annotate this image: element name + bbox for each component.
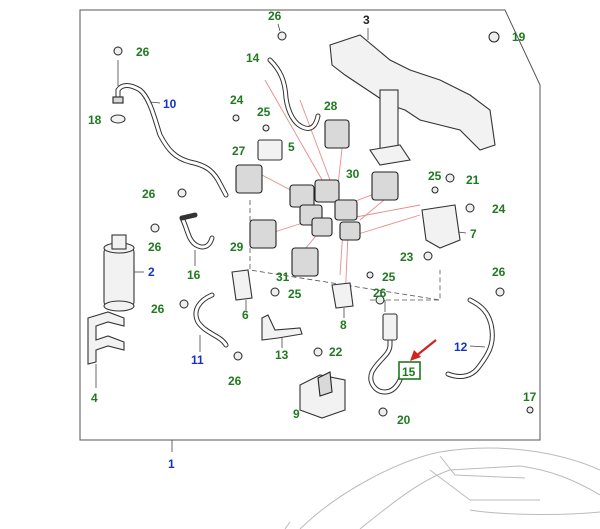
callout-26-f[interactable]: 26	[228, 374, 242, 388]
hose-15	[368, 300, 405, 395]
callout-26-e[interactable]: 26	[151, 302, 165, 316]
callout-15[interactable]: 15	[402, 365, 416, 379]
callout-26-a[interactable]: 26	[136, 45, 150, 59]
callout-26-g[interactable]: 26	[492, 265, 506, 279]
callout-25-c[interactable]: 25	[382, 270, 396, 284]
callout-24-b[interactable]: 24	[492, 202, 506, 216]
callout-25-b[interactable]: 25	[428, 169, 442, 183]
pipe-12	[445, 297, 495, 379]
callout-labels: 1 2 3 4 5 6 7 8 9 10 11 12 13 14 15 16 1…	[88, 9, 537, 471]
vehicle-outline	[284, 447, 600, 529]
callout-18[interactable]: 18	[88, 113, 102, 127]
callout-11[interactable]: 11	[191, 353, 204, 367]
callout-25-a[interactable]: 25	[257, 105, 271, 119]
pipe-14	[267, 23, 321, 131]
callout-12[interactable]: 12	[454, 340, 468, 354]
callout-22[interactable]: 22	[329, 345, 343, 359]
callout-25-d[interactable]: 25	[288, 287, 302, 301]
callout-10[interactable]: 10	[163, 97, 177, 111]
highlight-arrow	[410, 339, 437, 361]
bracket-3	[329, 28, 496, 166]
hose-11	[193, 292, 229, 352]
callout-29[interactable]: 29	[230, 240, 244, 254]
callout-24-a[interactable]: 24	[230, 93, 244, 107]
callout-30[interactable]: 30	[346, 167, 360, 181]
hose-16	[179, 212, 215, 266]
module-9	[299, 371, 346, 419]
assembly-frame	[79, 9, 541, 452]
callout-20[interactable]: 20	[397, 413, 411, 427]
callout-17[interactable]: 17	[523, 390, 537, 404]
callout-23[interactable]: 23	[400, 250, 414, 264]
bracket-13	[261, 314, 303, 348]
callout-14[interactable]: 14	[246, 51, 260, 65]
bracket-4	[87, 311, 125, 388]
callout-7[interactable]: 7	[470, 227, 477, 241]
relay-cluster	[235, 119, 399, 277]
callout-1[interactable]: 1	[168, 457, 175, 471]
callout-2[interactable]: 2	[148, 265, 155, 279]
bracket-8	[331, 282, 354, 318]
callout-31[interactable]: 31	[276, 270, 290, 284]
bolts	[150, 31, 534, 417]
callout-13[interactable]: 13	[275, 348, 289, 362]
callout-5[interactable]: 5	[288, 140, 295, 154]
callout-21[interactable]: 21	[466, 173, 480, 187]
callout-28[interactable]: 28	[324, 99, 338, 113]
callout-4[interactable]: 4	[91, 391, 98, 405]
bracket-7	[421, 204, 467, 249]
callout-16[interactable]: 16	[187, 268, 201, 282]
callout-26-b[interactable]: 26	[268, 9, 282, 23]
bracket-6	[231, 269, 253, 310]
callout-6[interactable]: 6	[242, 308, 249, 322]
callout-8[interactable]: 8	[340, 318, 347, 332]
callout-9[interactable]: 9	[293, 407, 300, 421]
callout-26-d[interactable]: 26	[148, 240, 162, 254]
receiver-drier-2	[103, 234, 144, 312]
pipe-10	[110, 46, 229, 198]
callout-3[interactable]: 3	[363, 13, 370, 27]
callout-box-15	[398, 361, 421, 380]
callout-19[interactable]: 19	[512, 30, 526, 44]
callout-26-c[interactable]: 26	[142, 187, 156, 201]
callout-27[interactable]: 27	[232, 144, 246, 158]
callout-26-h[interactable]: 26	[373, 286, 387, 300]
